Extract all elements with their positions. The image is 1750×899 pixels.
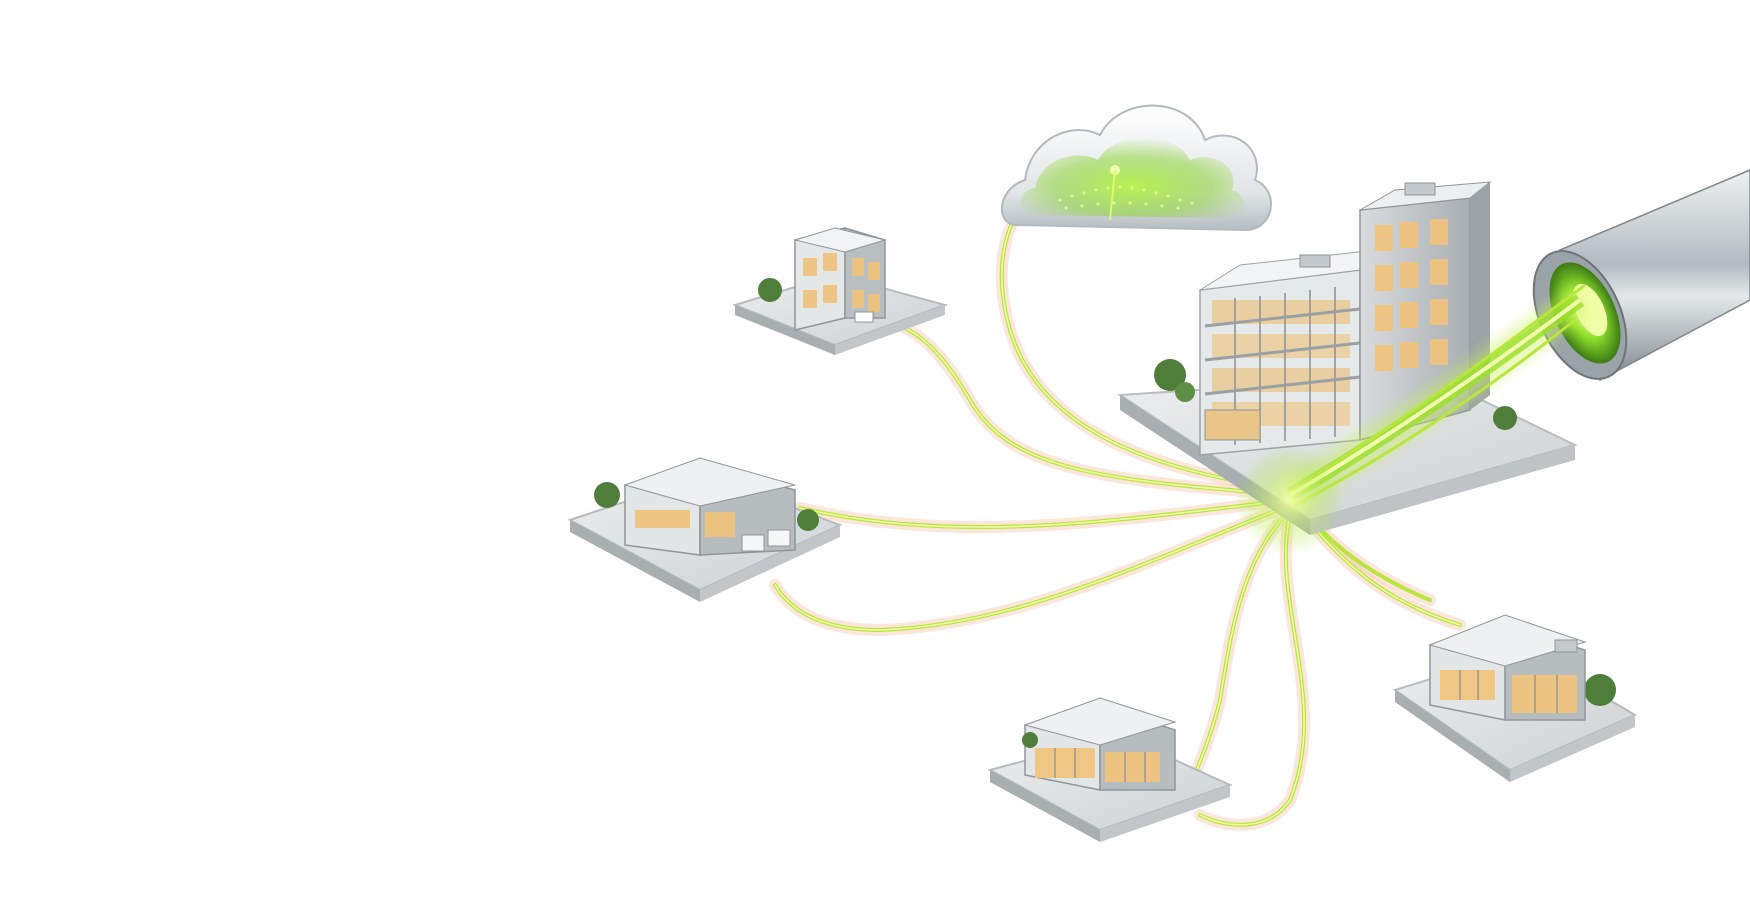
fiber-connections bbox=[769, 184, 1466, 831]
branch-office-icon bbox=[1392, 614, 1638, 782]
hub-glow bbox=[1235, 445, 1345, 555]
fiber-to-warehouse-halo bbox=[794, 494, 1296, 533]
cloud-icon bbox=[1000, 104, 1272, 232]
retail-store-icon bbox=[987, 697, 1233, 842]
small-office-icon bbox=[731, 226, 949, 355]
warehouse-icon bbox=[567, 457, 843, 602]
